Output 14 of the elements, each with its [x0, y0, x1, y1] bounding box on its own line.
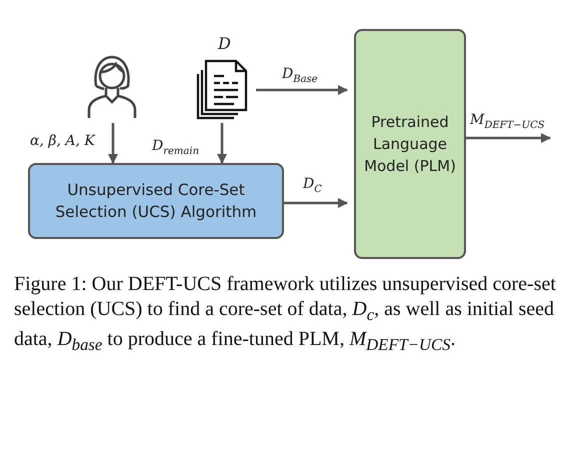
edge-label: D$_{remain}$	[152, 138, 200, 157]
figure-caption: Figure 1: Our DEFT-UCS framework utilizes unsupervised core-set selection (UCS) to find a core-set of data, D$_{c}$, as well as initial seed data, D$_{base}$ to produce a fine-tuned PLM, M$_{DEFT−UCS}$.	[14, 272, 557, 356]
arrow	[466, 133, 551, 143]
arrow	[217, 123, 227, 164]
arrow	[284, 198, 348, 208]
edge-label: D$_{C}$	[303, 176, 322, 195]
process-box: Unsupervised Core-Set Selection (UCS) Algorithm	[28, 163, 284, 239]
edge-label: D$_{Base}$	[282, 66, 318, 85]
arrow	[256, 85, 348, 95]
arrow	[108, 123, 118, 164]
edge-label: M$_{DEFT−UCS}$	[470, 112, 545, 131]
edge-label: α, β, A, K	[30, 133, 95, 149]
process-box: Pretrained Language Model (PLM)	[354, 29, 466, 259]
node-caption: D	[218, 34, 231, 53]
